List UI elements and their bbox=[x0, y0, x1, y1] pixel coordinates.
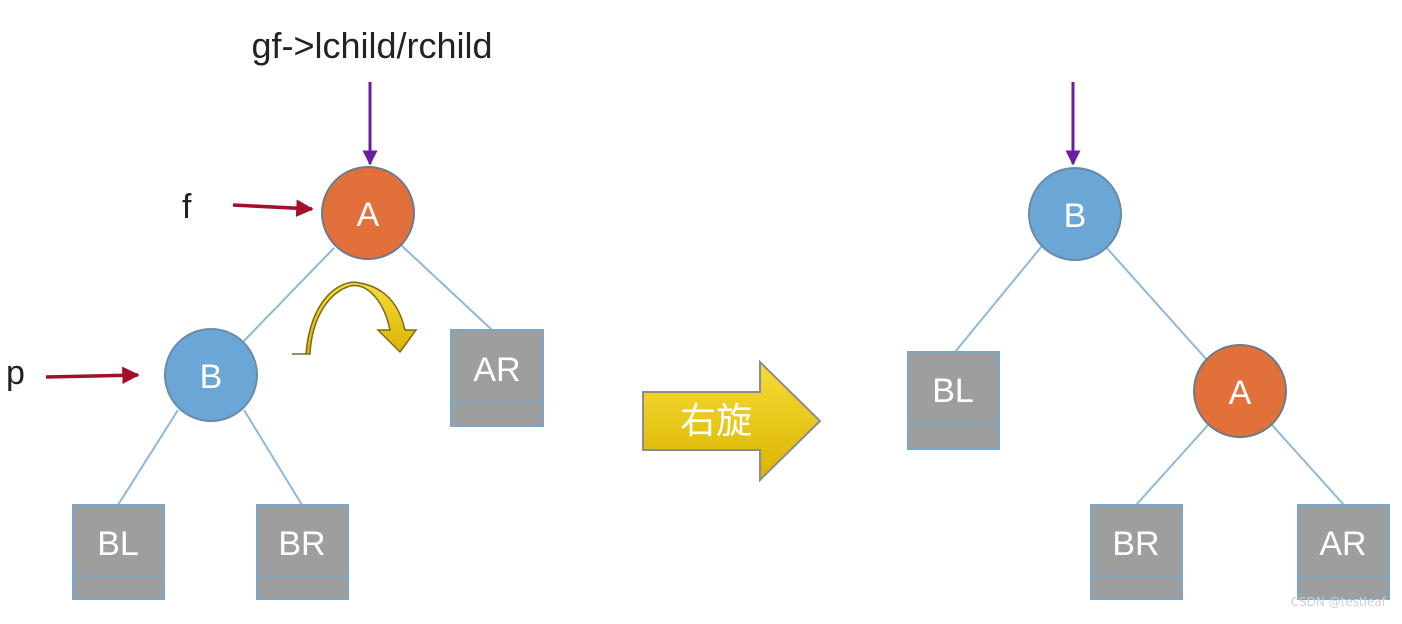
rotation-curve-arrow bbox=[292, 281, 418, 355]
header-label: gf->lchild/rchild bbox=[251, 25, 492, 66]
leaf-br-before-label: BR bbox=[278, 525, 325, 563]
leaf-bl-after: BL bbox=[907, 351, 1000, 450]
pointer-f-label: f bbox=[182, 188, 192, 226]
pointer-p-arrow bbox=[45, 366, 140, 385]
node-b-before: B bbox=[164, 328, 258, 422]
right-rotation-label: 右旋 bbox=[680, 401, 752, 442]
leaf-ar-after-label: AR bbox=[1319, 525, 1366, 563]
leaf-bl-before-label: BL bbox=[97, 525, 139, 563]
tree-edges-after bbox=[954, 245, 1345, 506]
node-b-after-label: B bbox=[1064, 197, 1087, 235]
pointer-f-arrow bbox=[232, 199, 314, 217]
leaf-ar-before: AR bbox=[450, 329, 544, 427]
leaf-br-before: BR bbox=[256, 504, 349, 600]
leaf-ar-after: AR bbox=[1297, 504, 1390, 600]
tree-edges-before bbox=[117, 244, 493, 506]
leaf-ar-before-label: AR bbox=[473, 351, 520, 389]
pointer-p-label: p bbox=[6, 354, 25, 392]
right-rotation-arrow: 右旋 bbox=[642, 359, 822, 483]
node-a-after-label: A bbox=[1229, 374, 1252, 412]
node-a-before-label: A bbox=[357, 196, 380, 234]
node-b-after: B bbox=[1028, 167, 1122, 261]
node-b-before-label: B bbox=[200, 358, 223, 396]
leaf-bl-before: BL bbox=[72, 504, 165, 600]
node-a-before: A bbox=[321, 166, 415, 260]
watermark: CSDN @testleaf bbox=[1290, 595, 1386, 609]
node-a-after: A bbox=[1193, 344, 1287, 438]
leaf-bl-after-label: BL bbox=[932, 372, 974, 410]
leaf-br-after: BR bbox=[1090, 504, 1183, 600]
leaf-br-after-label: BR bbox=[1112, 525, 1159, 563]
